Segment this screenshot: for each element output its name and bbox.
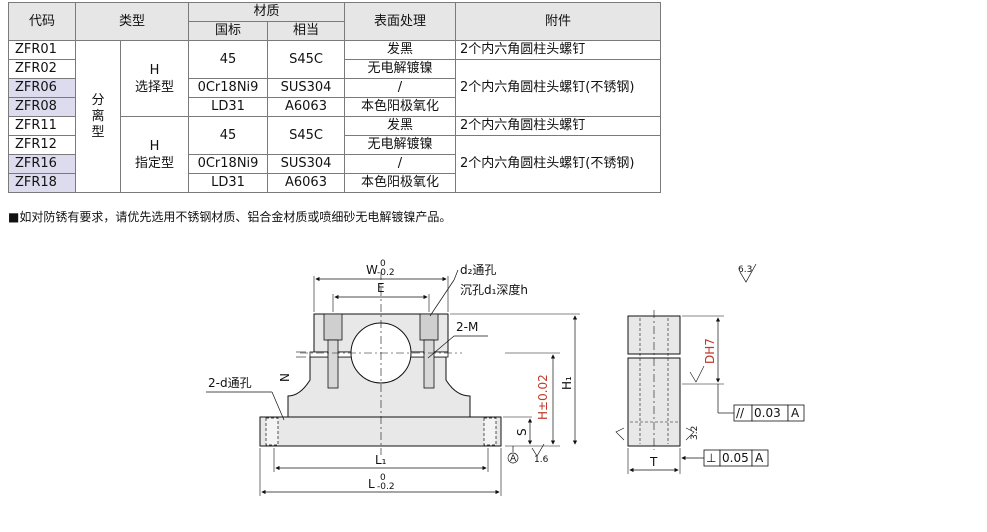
header-material: 材质 bbox=[188, 2, 345, 22]
roughness-icon bbox=[689, 365, 705, 383]
screw-shank-right bbox=[423, 339, 435, 389]
front-view: W 0 -0.2 E d₂通孔 沉孔d₁深度h 2-M 2-d通孔 N H±0.… bbox=[206, 259, 580, 496]
roughness-icon bbox=[685, 427, 695, 441]
counterbore-label: 沉孔d₁深度h bbox=[460, 282, 528, 297]
parallelism-frame: // 0.03 A bbox=[733, 404, 805, 422]
m-label: 2-M bbox=[456, 320, 478, 334]
parallel-datum: A bbox=[791, 406, 800, 420]
subtype-1-name: 选择型 bbox=[134, 79, 174, 95]
attachment-cell: 2个内六角圆柱头螺钉 bbox=[455, 40, 661, 60]
attachment-cell: 2个内六角圆柱头螺钉(不锈钢) bbox=[455, 135, 661, 193]
general-roughness: 6.3 bbox=[738, 263, 757, 283]
header-surface: 表面处理 bbox=[344, 2, 456, 41]
rust-note: ■如对防锈有要求，请优先选用不锈钢材质、铝合金材质或喷细砂无电解镀镍产品。 bbox=[8, 210, 452, 224]
roughness-16-label: 1.6 bbox=[534, 455, 549, 465]
perp-datum: A bbox=[755, 451, 764, 465]
t-label: T bbox=[649, 455, 658, 469]
h-label: H±0.02 bbox=[536, 374, 550, 420]
roughness-32-label: 3.2 bbox=[690, 426, 700, 440]
header-material-eq: 相当 bbox=[267, 21, 345, 41]
perpendicularity-frame: ⊥ 0.05 A bbox=[703, 449, 769, 467]
w-label: W bbox=[366, 263, 378, 277]
dh7-label: DH7 bbox=[703, 338, 717, 364]
base-hole-right bbox=[483, 417, 497, 446]
base-plate bbox=[259, 416, 502, 447]
base-hole-left bbox=[265, 417, 279, 446]
code-cell: ZFR01 bbox=[8, 40, 76, 60]
roughness-icon bbox=[531, 443, 545, 457]
code-cell: ZFR11 bbox=[8, 116, 76, 136]
code-cell: ZFR08 bbox=[8, 97, 76, 117]
material-eq-cell: S45C bbox=[267, 40, 345, 79]
parallel-tol: 0.03 bbox=[754, 406, 781, 420]
roughness-icon bbox=[739, 263, 757, 283]
attachment-cell: 2个内六角圆柱头螺钉(不锈钢) bbox=[455, 59, 661, 117]
w-tol-dn: -0.2 bbox=[377, 268, 395, 278]
perp-symbol: ⊥ bbox=[706, 451, 716, 465]
surface-cell: 本色阳极氧化 bbox=[344, 173, 456, 193]
l-label: L bbox=[368, 477, 375, 491]
header-attachment: 附件 bbox=[455, 2, 661, 41]
code-cell: ZFR18 bbox=[8, 173, 76, 193]
material-std-cell: LD31 bbox=[188, 173, 268, 193]
datum-a-circle bbox=[507, 452, 519, 464]
l-tol-up: 0 bbox=[380, 473, 386, 483]
e-label: E bbox=[377, 281, 385, 295]
n-label: N bbox=[278, 373, 292, 382]
w-tol-up: 0 bbox=[380, 259, 386, 269]
material-eq-cell: SUS304 bbox=[267, 154, 345, 174]
header-code: 代码 bbox=[8, 2, 76, 41]
parallel-symbol: // bbox=[736, 406, 745, 420]
datum-a-label: A bbox=[510, 454, 517, 464]
h1-label: H₁ bbox=[560, 376, 574, 390]
subtype-2-cell: H 指定型 bbox=[120, 116, 189, 193]
spec-table: 代码 类型 材质 表面处理 附件 国标 相当 ZFR01 分离型 H 选择型 4… bbox=[8, 2, 661, 193]
type-group-label: 分离型 bbox=[91, 92, 105, 140]
surface-cell: 本色阳极氧化 bbox=[344, 97, 456, 117]
roughness-icon bbox=[615, 427, 625, 441]
code-cell: ZFR16 bbox=[8, 154, 76, 174]
subtype-2-name: 指定型 bbox=[134, 155, 174, 171]
perp-tol: 0.05 bbox=[722, 451, 749, 465]
roughness-63-label: 6.3 bbox=[738, 265, 752, 275]
l-tol-dn: -0.2 bbox=[377, 482, 395, 492]
screw-head-left bbox=[323, 313, 343, 341]
d-hole-label: 2-d通孔 bbox=[208, 376, 252, 390]
surface-cell: 无电解镀镍 bbox=[344, 135, 456, 155]
material-eq-cell: A6063 bbox=[267, 97, 345, 117]
screw-head-right bbox=[419, 313, 439, 341]
subtype-1-cell: H 选择型 bbox=[120, 40, 189, 117]
subtype-1-h: H bbox=[149, 62, 160, 78]
material-std-cell: 45 bbox=[188, 40, 268, 79]
screw-shank-left bbox=[327, 339, 339, 389]
material-eq-cell: A6063 bbox=[267, 173, 345, 193]
code-cell: ZFR06 bbox=[8, 78, 76, 98]
s-label: S bbox=[515, 428, 529, 436]
side-view: DH7 3.2 T // 0.03 A ⊥ 0.05 A bbox=[615, 310, 805, 474]
d2-hole-label: d₂通孔 bbox=[460, 263, 496, 277]
subtype-2-h: H bbox=[149, 138, 160, 154]
l1-label: L₁ bbox=[375, 453, 387, 467]
